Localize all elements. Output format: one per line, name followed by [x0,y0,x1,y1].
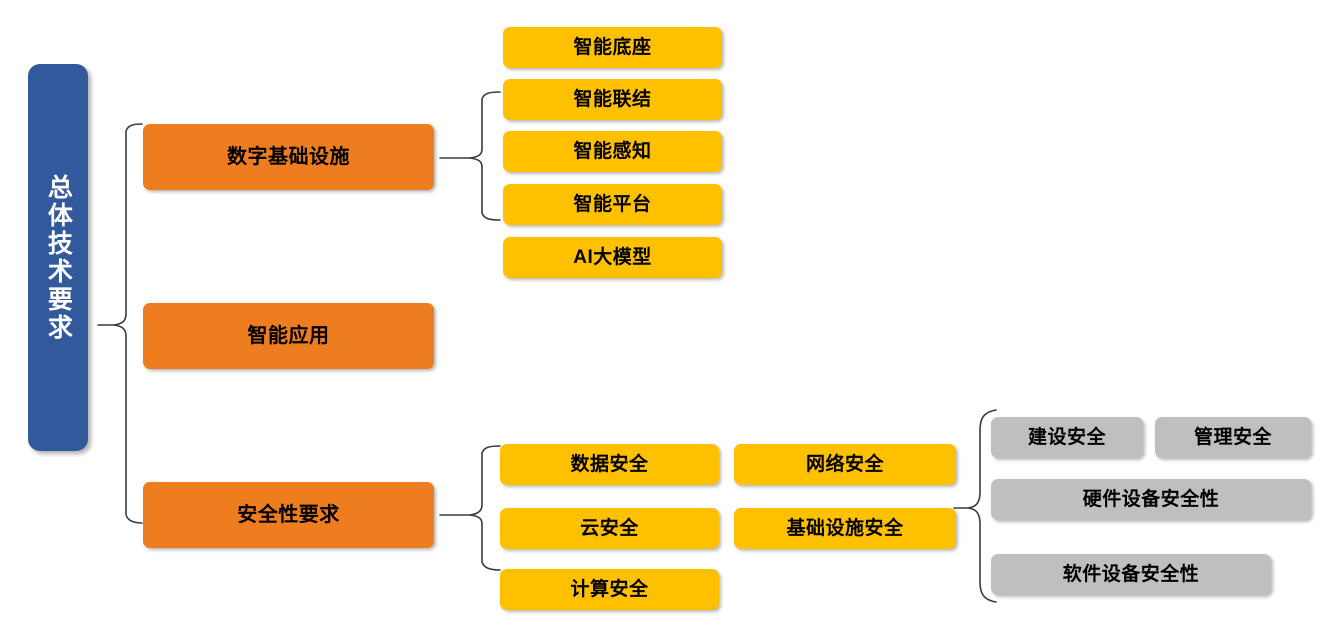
level2-node-data-security[interactable]: 数据安全 [500,444,719,485]
level2-node-intelligent-platform[interactable]: 智能平台 [503,184,722,225]
level3-node-software-device-security[interactable]: 软件设备安全性 [991,554,1271,595]
level1-node-digital-infrastructure[interactable]: 数字基础设施 [143,124,434,190]
brace-infrastructure-to-children [438,88,502,224]
root-node-overall-technical-requirements[interactable]: 总体技术要求 [28,64,88,451]
brace-security-to-children [438,440,502,576]
level3-node-construction-security[interactable]: 建设安全 [991,417,1143,458]
level2-node-intelligent-base[interactable]: 智能底座 [503,27,722,68]
level2-node-cloud-security[interactable]: 云安全 [500,508,719,549]
level2-node-intelligent-sensing[interactable]: 智能感知 [503,131,722,172]
level2-node-ai-large-model[interactable]: AI大模型 [503,237,722,278]
level2-node-infrastructure-security[interactable]: 基础设施安全 [734,508,956,549]
level2-node-network-security[interactable]: 网络安全 [734,444,956,485]
level2-node-computing-security[interactable]: 计算安全 [500,569,719,610]
level1-node-intelligent-application[interactable]: 智能应用 [143,303,434,369]
level1-node-security-requirements[interactable]: 安全性要求 [143,482,434,548]
level2-node-intelligent-connection[interactable]: 智能联结 [503,79,722,120]
brace-root-to-level1 [96,118,148,530]
level3-node-management-security[interactable]: 管理安全 [1155,417,1311,458]
level3-node-hardware-device-security[interactable]: 硬件设备安全性 [991,479,1311,520]
